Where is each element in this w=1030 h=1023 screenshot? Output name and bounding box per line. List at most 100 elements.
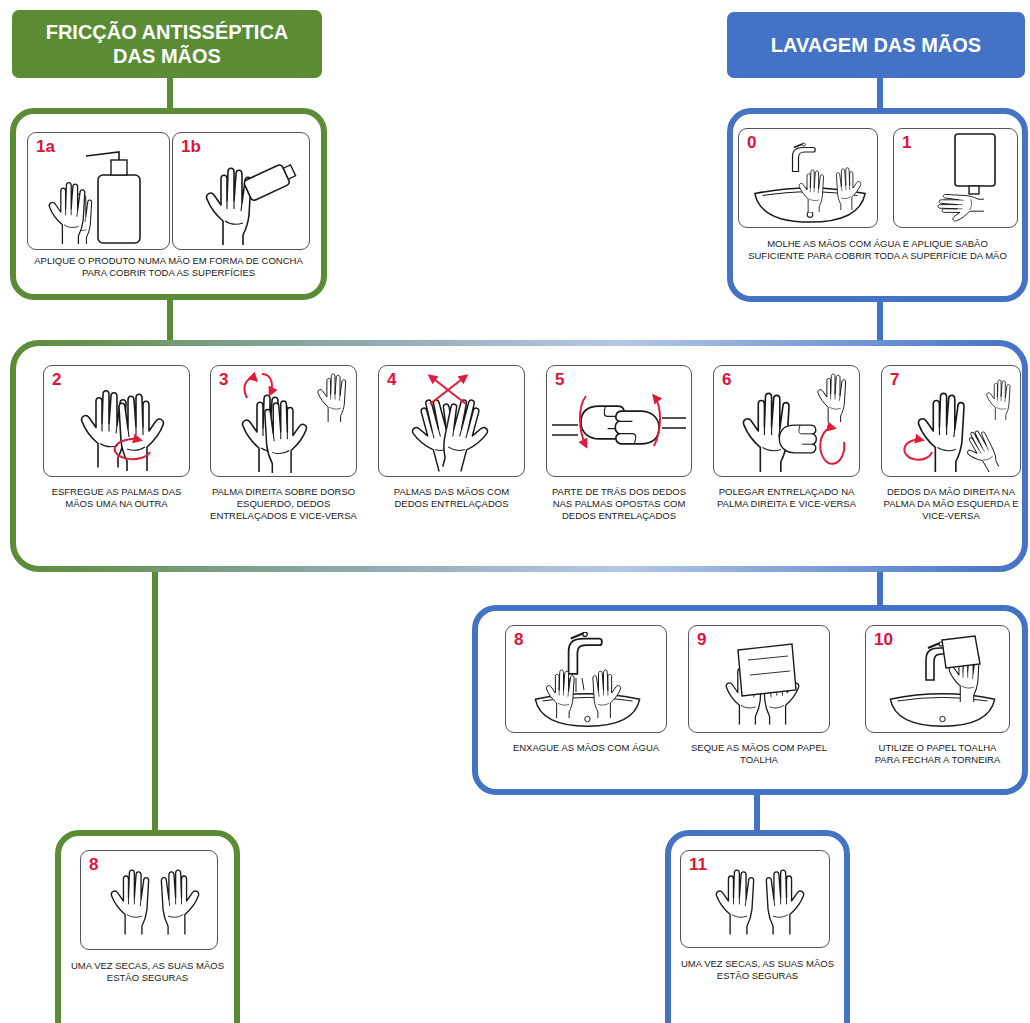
soap-dispenser-figure: [938, 194, 984, 221]
soap-dispenser-figure: [938, 194, 984, 221]
step-group-box: 8ENXAGUE AS MÃOS COM ÁGUA9SEQUE AS MÃOS …: [472, 605, 1028, 795]
thumb-rub-figure: [779, 425, 816, 453]
caption-holder: UMA VEZ SECAS, AS SUAS MÃOS ESTÃO SEGURA…: [65, 960, 230, 984]
rub-palms-figure: [115, 439, 150, 459]
step-group-box: 11UMA VEZ SECAS, AS SUAS MÃOS ESTÃO SEGU…: [665, 830, 850, 1023]
step-number: 7: [890, 371, 899, 388]
step-caption: UTILIZE O PAPEL TOALHA PARA FECHAR A TOR…: [865, 742, 1010, 766]
header-title: LAVAGEM DAS MÃOS: [771, 33, 981, 57]
panel-frame: 5: [546, 365, 692, 477]
panel-frame: 6: [713, 365, 860, 477]
panel-frame: 7: [881, 365, 1021, 477]
caption-holder: UMA VEZ SECAS, AS SUAS MÃOS ESTÃO SEGURA…: [675, 958, 840, 982]
step-caption: POLEGAR ENTRELAÇADO NA PALMA DIREITA E V…: [713, 486, 860, 510]
step-group-box: 1a 1bAPLIQUE O PRODUTO NUMA MÃO EM FORMA …: [10, 108, 327, 300]
back-of-hand-figure: [265, 401, 307, 473]
step-panel: 6POLEGAR ENTRELAÇADO NA PALMA DIREITA E …: [713, 365, 860, 510]
connector-line: [167, 297, 173, 343]
bottle-hand-figure: [207, 160, 298, 245]
step-caption: PALMA DIREITA SOBRE DORSO ESQUERDO, DEDO…: [210, 486, 357, 522]
connector-line: [152, 569, 158, 833]
step-number: 5: [555, 371, 564, 388]
close-tap-figure: [890, 694, 994, 726]
step-number: 10: [874, 631, 893, 648]
rinse-figure: [535, 632, 639, 726]
rub-palms-figure: [119, 394, 163, 471]
step-number: 1b: [181, 138, 201, 155]
header-box: LAVAGEM DAS MÃOS: [727, 12, 1025, 78]
connector-line: [877, 299, 883, 343]
clean-hands-figure: [716, 870, 803, 934]
header-box: FRICÇÃO ANTISSÉPTICA DAS MÃOS: [12, 10, 322, 78]
step-panel: 5PARTE DE TRÁS DOS DEDOS NAS PALMAS OPOS…: [546, 365, 692, 522]
thumb-rub-figure: [818, 374, 846, 422]
step-panel: 8: [80, 850, 218, 950]
step-group-box: 8UMA VEZ SECAS, AS SUAS MÃOS ESTÃO SEGUR…: [55, 830, 240, 1023]
step-caption: UMA VEZ SECAS, AS SUAS MÃOS ESTÃO SEGURA…: [675, 958, 840, 982]
thumb-rub-figure: [744, 374, 846, 472]
panel-frame: 3: [210, 365, 357, 477]
back-of-hand-figure: [243, 374, 346, 473]
band-outline: [13, 343, 1025, 569]
step-panel: 3PALMA DIREITA SOBRE DORSO ESQUERDO, DED…: [210, 365, 357, 522]
step-panel: 9SEQUE AS MÃOS COM PAPEL TOALHA: [688, 625, 830, 766]
step-panel: 0: [738, 128, 878, 228]
caption-holder: MOLHE AS MÃOS COM ÁGUA E APLIQUE SABÃO S…: [740, 238, 1015, 262]
band-outline: [10, 340, 1028, 572]
fingertip-rub-figure: [987, 380, 1010, 420]
fingertip-rub-figure: [919, 393, 965, 472]
interlaced-fingers-figure: [430, 376, 466, 404]
connector-line: [877, 569, 883, 608]
wet-hands-figure: [755, 143, 865, 222]
soap-dispenser-figure: [955, 134, 995, 186]
panel-frame: 10: [865, 625, 1010, 733]
fingertip-rub-figure: [960, 427, 1003, 477]
step-panel: 1: [893, 128, 1018, 228]
towel-dry-figure: [748, 656, 790, 675]
step-number: 8: [89, 856, 98, 873]
step-panel: 10UTILIZE O PAPEL TOALHA PARA FECHAR A T…: [865, 625, 1010, 766]
close-tap-figure: [890, 636, 994, 726]
connector-line: [754, 792, 760, 833]
soap-dispenser-figure: [969, 186, 979, 194]
step-caption: UMA VEZ SECAS, AS SUAS MÃOS ESTÃO SEGURA…: [65, 960, 230, 984]
towel-dry-figure: [738, 644, 796, 696]
close-tap-figure: [942, 636, 980, 668]
panel-frame: 2: [43, 365, 190, 477]
panel-frame: 9: [688, 625, 830, 733]
step-number: 11: [689, 856, 707, 873]
panel-frame: 11: [680, 850, 830, 948]
wet-hands-figure: [836, 168, 860, 210]
locked-fingers-figure: [615, 411, 659, 444]
bottle-hand-figure: [283, 165, 295, 179]
soap-dispenser-figure: [938, 134, 995, 221]
panel-frame: 1: [893, 128, 1018, 228]
clean-hands-figure: [161, 870, 198, 934]
caption-holder: APLIQUE O PRODUTO NUMA MÃO EM FORMA DE C…: [24, 255, 313, 279]
step-caption: APLIQUE O PRODUTO NUMA MÃO EM FORMA DE C…: [24, 255, 313, 279]
step-panel: 8ENXAGUE AS MÃOS COM ÁGUA: [505, 625, 667, 754]
locked-fingers-figure: [580, 396, 586, 446]
panel-frame: 4: [378, 365, 525, 477]
step-caption: SEQUE AS MÃOS COM PAPEL TOALHA: [688, 742, 830, 766]
header-title: FRICÇÃO ANTISSÉPTICA DAS MÃOS: [30, 20, 304, 68]
locked-fingers-figure: [615, 411, 659, 444]
step-group-box: 0 1MOLHE AS MÃOS COM ÁGUA E APLIQUE SABÃO…: [727, 108, 1028, 302]
wet-hands-figure: [836, 168, 860, 210]
fingertip-rub-figure: [960, 427, 1003, 477]
interlaced-fingers-figure: [435, 395, 494, 475]
rinse-figure: [593, 670, 621, 718]
panel-frame: 1a: [27, 132, 170, 250]
step-number: 1: [902, 134, 911, 151]
clean-hands-figure: [716, 870, 753, 934]
step-panel: 1a: [27, 132, 170, 250]
step-caption: ENXAGUE AS MÃOS COM ÁGUA: [505, 742, 667, 754]
bottle-hand-figure: [243, 160, 298, 201]
rub-palms-figure: [119, 394, 163, 471]
bottle-hand-figure: [207, 168, 251, 245]
step-panel: 11: [680, 850, 830, 948]
pump-bottle-figure: [111, 160, 127, 175]
step-panel: 4PALMAS DAS MÃOS COM DEDOS ENTRELAÇADOS: [378, 365, 525, 510]
step-caption: DEDOS DA MÃO DIREITA NA PALMA DA MÃO ESQ…: [881, 486, 1021, 522]
